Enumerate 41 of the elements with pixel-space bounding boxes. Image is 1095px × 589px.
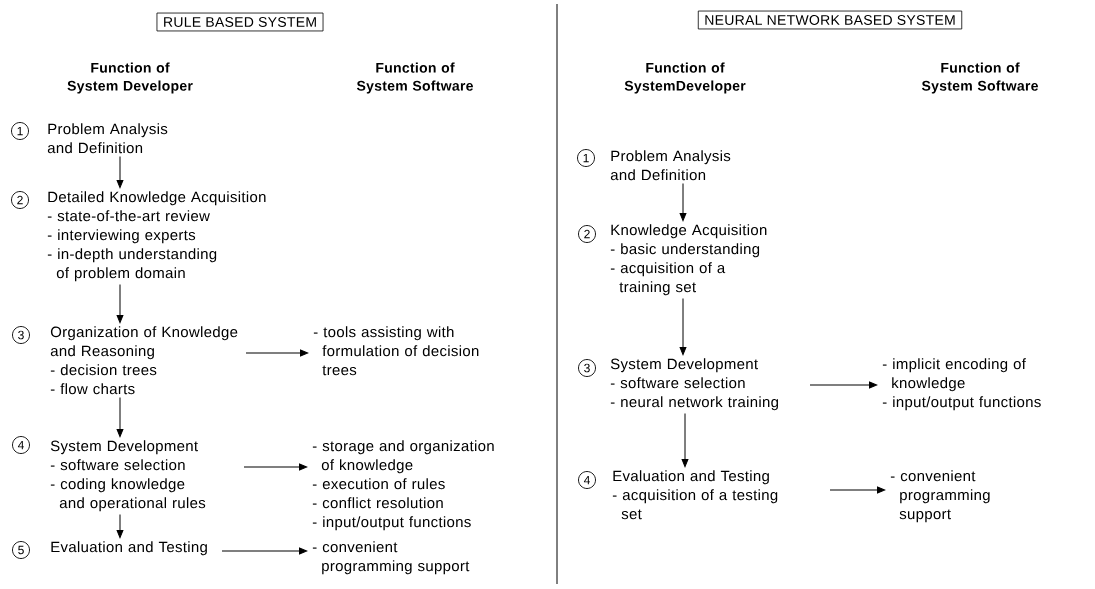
step-number: 4 bbox=[578, 471, 596, 489]
step-text: System Development - software selection - neural network training bbox=[610, 358, 778, 411]
step-number: 4 bbox=[12, 436, 30, 454]
arrow bbox=[243, 463, 308, 471]
step-number: 5 bbox=[12, 541, 30, 559]
step-number: 1 bbox=[577, 149, 595, 167]
step-text: - implicit encoding of knowledge - input/output functions bbox=[882, 358, 1041, 411]
arrow bbox=[116, 513, 124, 539]
step-text: - convenient programming support bbox=[890, 470, 990, 523]
step-text: Detailed Knowledge Acquisition - state-of-the-art review - interviewing experts - in-depth understanding of problem domain bbox=[47, 191, 266, 282]
step-text: Evaluation and Testing bbox=[51, 541, 207, 556]
step-text: System Development - software selection - coding knowledge and operational rules bbox=[50, 440, 206, 512]
arrow bbox=[116, 283, 124, 324]
arrow bbox=[221, 547, 308, 555]
step-number: 3 bbox=[12, 326, 30, 344]
step-text: Problem Analysis and Definition bbox=[47, 123, 168, 154]
column-header: Function of System Software bbox=[921, 62, 1038, 94]
step-number: 2 bbox=[578, 225, 596, 243]
step-number: 3 bbox=[578, 359, 596, 377]
step-text: - storage and organization of knowledge - execution of rules - conflict resolution - input/output functions bbox=[312, 440, 494, 531]
arrow bbox=[245, 349, 309, 357]
step-text: Evaluation and Testing - acquisition of a testing set bbox=[612, 470, 778, 520]
arrow bbox=[681, 412, 689, 468]
column-header: Function of System Developer bbox=[67, 62, 193, 94]
arrow bbox=[679, 297, 687, 356]
arrow bbox=[116, 396, 124, 438]
step-text: Organization of Knowledge and Reasoning - decision trees - flow charts bbox=[50, 326, 238, 395]
arrow bbox=[679, 182, 687, 222]
step-text: Knowledge Acquisition - basic understanding - acquisition of a training set bbox=[610, 224, 767, 296]
column-header: Function of SystemDeveloper bbox=[624, 62, 746, 94]
arrow bbox=[116, 155, 124, 189]
step-text: - tools assisting with formulation of decision trees bbox=[313, 326, 479, 376]
step-number: 2 bbox=[11, 191, 29, 209]
arrow bbox=[829, 486, 886, 494]
step-number: 1 bbox=[11, 122, 29, 140]
column-header: Function of System Software bbox=[356, 62, 473, 94]
arrow bbox=[809, 381, 878, 389]
title-box: NEURAL NETWORK BASED SYSTEM bbox=[697, 10, 963, 30]
title-box: RULE BASED SYSTEM bbox=[156, 12, 324, 32]
step-text: Problem Analysis and Definition bbox=[610, 150, 731, 181]
step-text: - convenient programming support bbox=[312, 541, 470, 575]
